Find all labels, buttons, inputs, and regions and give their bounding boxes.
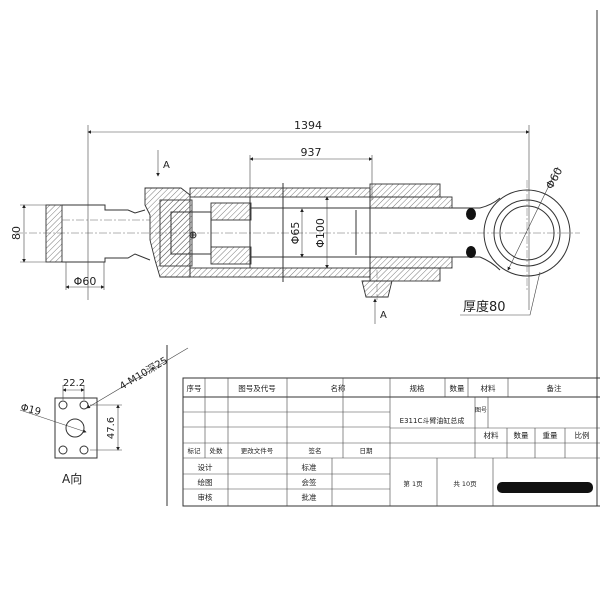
cylinder-section-view xyxy=(15,180,580,300)
dim-stroke: 937 xyxy=(301,146,322,159)
drawing-no-label: 图号 xyxy=(475,407,487,414)
part-name: E311C斗臂油缸总成 xyxy=(400,416,465,425)
dim-bore-dia: Φ100 xyxy=(314,218,327,248)
dim-left-pin-dia: Φ60 xyxy=(74,275,97,288)
view-a-threads: 4-M10深25 xyxy=(117,354,170,392)
role-countersign: 会签 xyxy=(302,477,317,487)
role-standard: 标准 xyxy=(302,462,317,472)
dim-left-height: 80 xyxy=(10,226,23,240)
dim-eye-dia: Φ60 xyxy=(543,165,565,191)
role-design: 设计 xyxy=(198,462,213,472)
total-sheets: 共 10页 xyxy=(453,479,477,488)
rev-sign: 签名 xyxy=(309,446,322,455)
view-a-height: 47.6 xyxy=(106,417,117,439)
rev-count: 处数 xyxy=(210,446,224,455)
header-remark: 备注 xyxy=(547,383,562,393)
section-mark-bottom: A xyxy=(380,310,387,321)
view-a-title: A向 xyxy=(62,471,82,486)
prop-scale: 比例 xyxy=(575,430,590,440)
dim-overall-length: 1394 xyxy=(294,119,322,132)
header-drawing-no: 图号及代号 xyxy=(238,383,276,393)
header-spec: 规格 xyxy=(410,383,425,393)
prop-weight: 重量 xyxy=(543,431,558,440)
redacted-company xyxy=(497,482,593,493)
header-name: 名称 xyxy=(331,383,346,393)
dimensions: 1394 937 80 Φ60 Φ65 Φ100 Φ60 厚度80 A A xyxy=(10,119,565,324)
role-approve: 批准 xyxy=(302,492,317,502)
header-seq: 序号 xyxy=(187,383,202,393)
view-a: 22.2 47.6 Φ19 4-M10深25 A向 xyxy=(19,347,189,486)
dim-rod-dia: Φ65 xyxy=(289,222,302,245)
rev-date: 日期 xyxy=(360,447,374,455)
rev-mark: 标记 xyxy=(188,446,202,455)
prop-material: 材料 xyxy=(484,430,499,440)
prop-qty: 数量 xyxy=(514,430,529,440)
section-mark-top: A xyxy=(163,160,170,171)
sheet-number: 第 1页 xyxy=(403,479,423,488)
view-a-hole-spacing: 22.2 xyxy=(63,378,85,389)
view-a-port-dia: Φ19 xyxy=(19,402,42,418)
header-qty: 数量 xyxy=(450,383,465,393)
rev-doc-no: 更改文件号 xyxy=(241,446,274,455)
role-review: 审核 xyxy=(198,492,213,502)
header-material: 材料 xyxy=(481,383,496,393)
dim-eye-thickness: 厚度80 xyxy=(463,299,506,315)
role-drawing: 绘图 xyxy=(198,477,213,487)
title-block: 序号 图号及代号 名称 规格 数量 材料 备注 标记 处数 更改文件号 签名 日… xyxy=(166,345,600,507)
